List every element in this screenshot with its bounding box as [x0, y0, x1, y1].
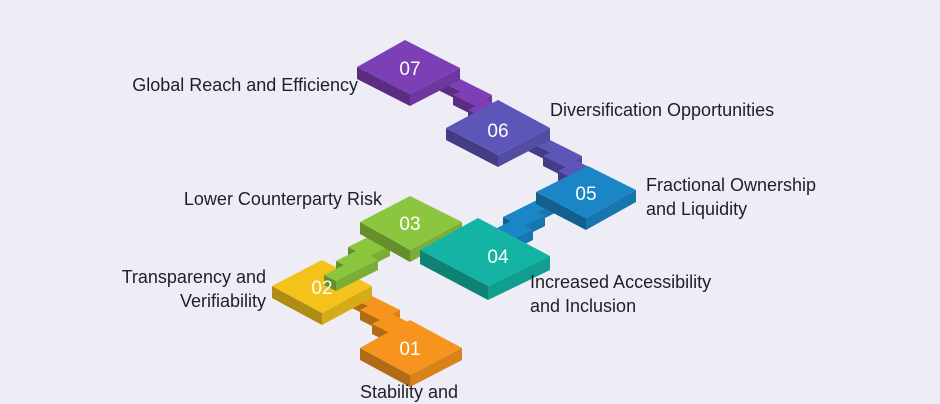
step-04-block-right-face	[488, 256, 550, 300]
step-02-label: Transparency and Verifiability	[121, 267, 266, 311]
step-01-block-left-face	[360, 348, 410, 387]
step-03-stair-3-top-face	[324, 254, 378, 281]
step-07-block-right-face	[410, 68, 460, 106]
step-02-block-right-face	[322, 286, 372, 325]
step-07-label: Global Reach and Efficiency	[132, 75, 358, 95]
step-01-number: 01	[399, 339, 420, 360]
step-04-block-top-face	[420, 218, 550, 286]
step-05-block-right-face	[586, 190, 636, 230]
step-03-block-left-face	[360, 222, 410, 262]
step-06-label: Diversification Opportunities	[550, 100, 775, 120]
step-05-block-left-face	[536, 192, 586, 230]
step-06-block-top-face	[446, 100, 550, 155]
step-05-label: Fractional Ownership and Liquidity	[646, 175, 817, 219]
step-01-block-top-face	[360, 320, 462, 375]
step-05-block-top-face	[536, 166, 636, 218]
step-05-stair-2-top-face	[491, 210, 545, 237]
step-06-block-left-face	[446, 128, 498, 167]
step-01-stair-2-top-face	[360, 304, 412, 330]
step-07-block-top-face	[357, 40, 460, 94]
step-03-number: 03	[399, 214, 420, 235]
step-04-number: 04	[487, 247, 509, 268]
step-01-label: Stability and	[360, 382, 459, 402]
step-07-number: 07	[399, 59, 420, 80]
step-03-label: Lower Counterparty Risk	[183, 189, 382, 209]
step-02-block-left-face	[272, 286, 322, 325]
step-01-block-right-face	[410, 348, 462, 387]
step-05-number: 05	[575, 184, 596, 205]
step-03-block-top-face	[360, 196, 462, 250]
step-04-label: Increased Accessibility and Inclusion	[530, 272, 712, 316]
step-04-block-left-face	[420, 250, 488, 300]
step-02-number: 02	[311, 278, 332, 299]
step-03-stair-3-left-face	[324, 275, 336, 291]
step-06-block-right-face	[498, 128, 550, 167]
step-06-number: 06	[487, 121, 508, 142]
step-03-stair-3-right-face	[336, 260, 378, 291]
step-07-block-left-face	[357, 67, 410, 106]
step-03-stair-2-top-face	[336, 240, 390, 267]
